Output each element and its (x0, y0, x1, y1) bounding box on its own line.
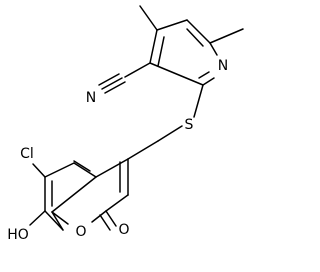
bond-c2-s (193, 84, 204, 118)
bond-c8-c8a (51, 211, 64, 231)
bond-c3-cn (124, 62, 151, 78)
bond-c7-oh (29, 210, 46, 226)
bond-c4a-c5-inner (73, 160, 91, 172)
bond-s-ch2 (157, 125, 183, 142)
bond-c7-c8 (44, 210, 64, 231)
carbonyl-bond-a (105, 210, 117, 227)
bond-c6-n1 (209, 42, 218, 56)
bond-n1-c2-inner (198, 71, 210, 79)
nitrile-nitrogen-label: N (86, 90, 96, 106)
ring-oxygen-label: O (75, 224, 86, 240)
methyl-bond-c4 (139, 5, 158, 31)
nitrile-group (98, 62, 151, 94)
bond-c5-c6 (44, 162, 75, 178)
carbonyl-bond-b (99, 214, 111, 231)
chlorine-label: Cl (20, 146, 34, 162)
methyl-bond-c6 (209, 28, 244, 44)
bond-c3-c2 (105, 194, 129, 212)
bond-c5-c6-inner (186, 28, 204, 47)
bond-c2-c3 (149, 62, 204, 86)
hydroxyl-label: HO (7, 227, 29, 243)
bond-ch2-c4 (127, 140, 159, 160)
pyridine-nitrogen-label: N (218, 58, 228, 74)
bond-c3-c4 (149, 29, 158, 64)
bond-o1-c8a (51, 211, 69, 225)
bond-c4-c5 (156, 19, 188, 31)
pyridine-ring (149, 19, 218, 86)
bond-c4a-c5 (73, 162, 97, 178)
sulfur-label: S (185, 117, 194, 133)
bond-n1-c2 (202, 77, 215, 86)
chemical-structure: N N S Cl HO O O (7, 5, 244, 243)
bond-c3-c4-inner (157, 36, 165, 67)
coumarin-system (44, 158, 129, 231)
bond-c8a-c4a (51, 176, 97, 213)
bond-c6-cl (32, 163, 46, 178)
bond-c2-o1 (91, 210, 107, 223)
bond-c5-c6 (186, 19, 211, 44)
bond-c4a-c4 (95, 158, 129, 178)
carbonyl-oxygen-label: O (118, 222, 129, 238)
triple-bond-a (101, 77, 123, 90)
triple-bond-b (104, 81, 126, 94)
triple-bond-c (98, 73, 120, 86)
